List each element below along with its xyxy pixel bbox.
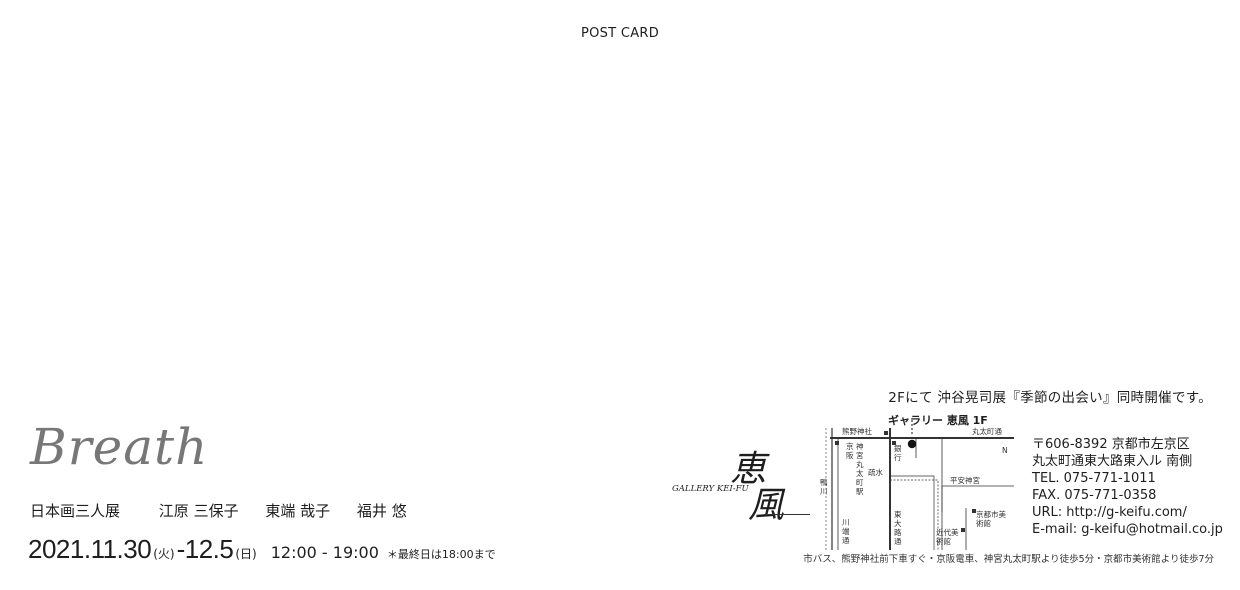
date-separator: -	[176, 534, 186, 564]
address-line: 丸太町通東大路東入ル 南側	[1032, 454, 1193, 469]
start-day: (火)	[153, 547, 175, 561]
address-line: 〒606-8392 京都市左京区	[1032, 437, 1190, 452]
contact-block: 〒606-8392 京都市左京区 丸太町通東大路東入ル 南側 TEL. 075-…	[1032, 436, 1223, 538]
email: E-mail: g-keifu@hotmail.co.jp	[1032, 522, 1223, 537]
access-map: ギャラリー 恵風 1F 熊野神社 丸太町通 N 銀行 疏水 平安神宮 京阪 神宮…	[820, 412, 1016, 552]
gallery-logo: 恵 風 GALLERY KEI-FU	[672, 440, 812, 526]
map-label-kawabata: 川端通	[842, 518, 850, 545]
map-label-bank: 銀行	[894, 444, 902, 462]
subtitle-row: 日本画三人展 江原 三保子 東端 哉子 福井 悠	[30, 500, 429, 521]
north-icon: N	[1002, 446, 1008, 455]
map-label-higashioji: 東大路通	[894, 510, 902, 546]
map-label-kumano: 熊野神社	[842, 427, 872, 436]
map-label-sosui: 疏水	[868, 468, 883, 477]
map-label-heian: 平安神宮	[950, 476, 980, 485]
artist-name: 江原 三保子	[158, 502, 239, 520]
logo-kanji: 風	[748, 485, 785, 526]
start-date: 2021.11.30	[28, 534, 152, 564]
date-row: 2021.11.30 (火) - 12.5 (日) 12:00 - 19:00 …	[28, 534, 496, 565]
map-label-keihan-line: 京阪	[846, 442, 854, 460]
postcard-label: POST CARD	[580, 26, 660, 41]
exhibition-type: 日本画三人展	[30, 502, 121, 520]
opening-hours: 12:00 - 19:00	[270, 543, 379, 562]
concurrent-exhibition: 2Fにて 沖谷晃司展『季節の出会い』同時開催です。	[888, 390, 1212, 406]
map-label-marutamachi: 丸太町通	[972, 427, 1002, 436]
logo-underline	[764, 514, 810, 515]
end-date: 12.5	[184, 534, 234, 564]
artist-name: 東端 哉子	[265, 502, 331, 520]
map-label-modern-museum: 近代美術館	[936, 528, 959, 546]
artist-name: 福井 悠	[356, 502, 407, 520]
logo-kanji: 恵	[730, 449, 767, 490]
logo-text: GALLERY KEI-FU	[672, 484, 749, 494]
access-directions: 市バス、熊野神社前下車すぐ・京阪電車、神宮丸太町駅より徒歩5分・京都市美術館より…	[803, 554, 1214, 565]
last-day-note: ＊最終日は18:00まで	[386, 548, 496, 561]
map-lines	[825, 420, 1014, 550]
map-label-kyoto-museum: 京都市美術館	[976, 510, 1006, 528]
map-gallery-label: ギャラリー 恵風 1F	[888, 414, 988, 427]
website-url: URL: http://g-keifu.com/	[1032, 505, 1187, 520]
end-day: (日)	[235, 547, 257, 561]
phone: TEL. 075-771-1011	[1032, 471, 1156, 486]
exhibition-title: Breath	[30, 418, 209, 476]
map-label-kamogawa: 鴨川	[820, 478, 828, 496]
map-label-station: 神宮丸太町駅	[856, 442, 864, 496]
fax: FAX. 075-771-0358	[1032, 488, 1157, 503]
